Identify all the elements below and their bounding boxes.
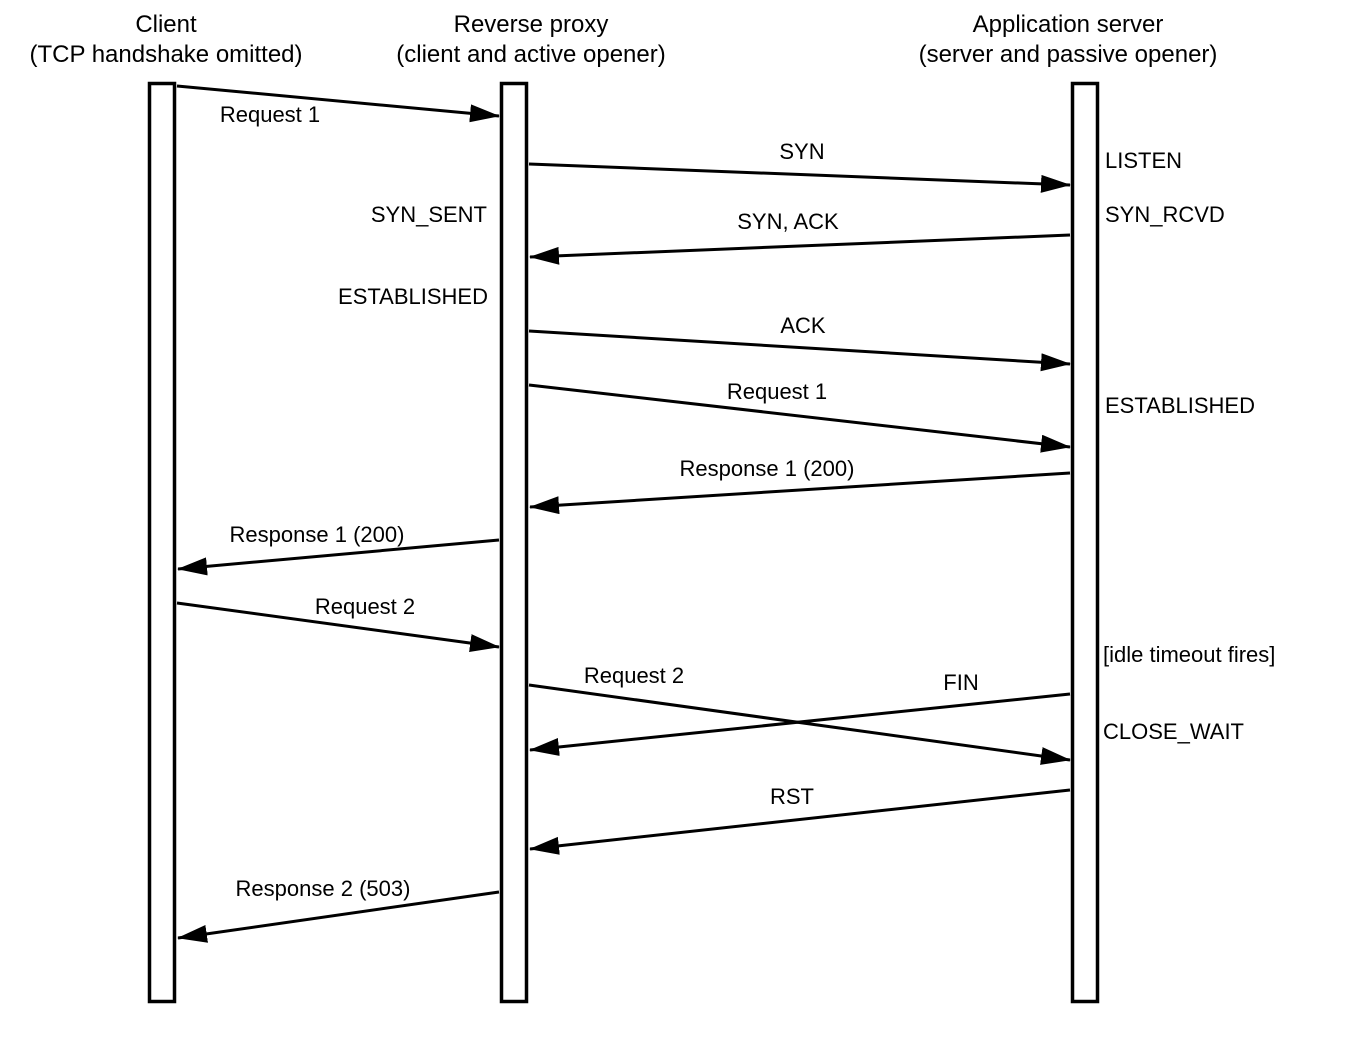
- message-label-fin: FIN: [943, 670, 978, 695]
- lifeline-server: [1070, 81, 1100, 1004]
- message-label-request-1-proxy: Request 1: [727, 379, 827, 404]
- participant-header-client: Client (TCP handshake omitted): [29, 11, 302, 68]
- arrow-request-1-client-to-proxy: [176, 84, 500, 123]
- message-label-response-1-server: Response 1 (200): [680, 456, 855, 481]
- state-label-idle-timeout: [idle timeout fires]: [1103, 642, 1275, 667]
- arrow-request-1-proxy-to-server: [528, 383, 1071, 453]
- state-label-syn-sent: SYN_SENT: [371, 202, 487, 227]
- arrow-response-1-proxy-to-client: [177, 538, 500, 576]
- arrow-request-2-client-to-proxy: [176, 601, 500, 652]
- message-label-response-2: Response 2 (503): [236, 876, 411, 901]
- message-label-response-1-proxy: Response 1 (200): [230, 522, 405, 547]
- message-label-syn: SYN: [779, 139, 824, 164]
- lifeline-proxy: [499, 81, 529, 1004]
- state-label-close-wait: CLOSE_WAIT: [1103, 719, 1244, 744]
- message-label-syn-ack: SYN, ACK: [737, 209, 839, 234]
- state-label-established-proxy: ESTABLISHED: [338, 284, 488, 309]
- participant-subtitle-server: (server and passive opener): [919, 41, 1218, 68]
- participant-title-client: Client: [135, 11, 197, 38]
- message-label-request-1-client: Request 1: [220, 102, 320, 127]
- message-label-request-2-proxy: Request 2: [584, 663, 684, 688]
- arrow-response-2-proxy-to-client: [177, 890, 500, 943]
- message-label-ack: ACK: [780, 313, 826, 338]
- participant-header-server: Application server (server and passive o…: [919, 11, 1218, 68]
- participant-title-proxy: Reverse proxy: [454, 11, 609, 38]
- arrow-fin-server-to-proxy: [529, 692, 1071, 756]
- state-label-established-server: ESTABLISHED: [1105, 393, 1255, 418]
- arrow-rst-server-to-proxy: [529, 788, 1071, 855]
- message-label-request-2-client: Request 2: [315, 594, 415, 619]
- lifeline-client: [147, 81, 177, 1004]
- arrow-ack-proxy-to-server: [528, 329, 1071, 372]
- state-label-listen: LISTEN: [1105, 148, 1182, 173]
- arrow-response-1-server-to-proxy: [529, 471, 1071, 515]
- arrow-syn-proxy-to-server: [528, 162, 1071, 193]
- arrow-syn-ack-server-to-proxy: [529, 233, 1071, 265]
- message-label-rst: RST: [770, 784, 814, 809]
- participant-title-server: Application server: [973, 11, 1164, 38]
- participant-subtitle-client: (TCP handshake omitted): [29, 41, 302, 68]
- state-label-syn-rcvd: SYN_RCVD: [1105, 202, 1225, 227]
- participant-subtitle-proxy: (client and active opener): [396, 41, 665, 68]
- participant-header-proxy: Reverse proxy (client and active opener): [396, 11, 665, 68]
